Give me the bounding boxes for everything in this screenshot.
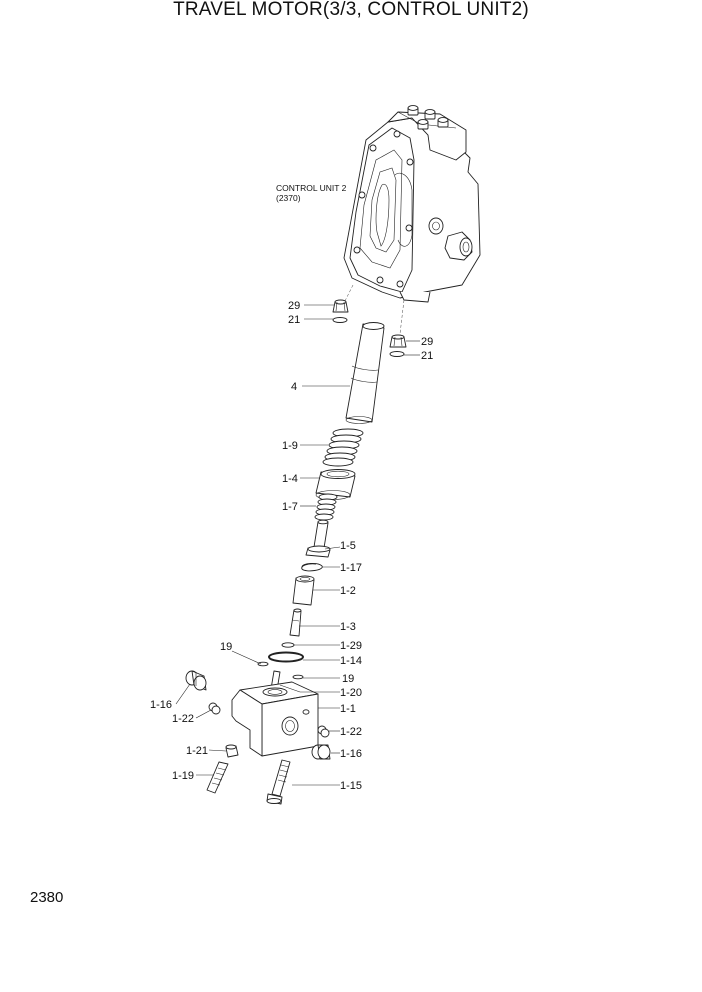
plug-1-22-left: [208, 702, 221, 715]
valve-body-1-1: [231, 681, 319, 757]
callout-1-4: 1-4: [282, 473, 298, 485]
plug-29-right: [389, 334, 407, 348]
plug-1-16-left: [185, 670, 207, 691]
callout-1-21: 1-21: [186, 745, 208, 757]
callout-1-3: 1-3: [340, 621, 356, 633]
callout-4: 4: [291, 381, 297, 393]
callout-1-15: 1-15: [340, 780, 362, 792]
callout-1-29: 1-29: [340, 640, 362, 652]
callout-29-right: 29: [421, 336, 433, 348]
callout-29-left: 29: [288, 300, 300, 312]
assembly-name: CONTROL UNIT 2: [276, 183, 347, 193]
screw-1-19: [206, 761, 229, 794]
o-ring-19-right: [292, 674, 304, 680]
o-ring-1-29: [281, 642, 295, 648]
assembly-ref: (2370): [276, 193, 301, 203]
spring-1-7: [314, 493, 338, 521]
callout-1-16-right: 1-16: [340, 748, 362, 760]
callout-1-16-left: 1-16: [150, 699, 172, 711]
o-ring-21-right: [389, 351, 405, 357]
callout-1-22-right: 1-22: [340, 726, 362, 738]
callout-1-20: 1-20: [340, 687, 362, 699]
callout-19-right: 19: [342, 673, 354, 685]
callout-1-5: 1-5: [340, 540, 356, 552]
callout-1-7: 1-7: [282, 501, 298, 513]
callout-1-19: 1-19: [172, 770, 194, 782]
callout-1-14: 1-14: [340, 655, 362, 667]
callout-21-right: 21: [421, 350, 433, 362]
piston-1-5: [305, 519, 331, 558]
o-ring-1-14: [268, 651, 304, 663]
leader-lines: [175, 304, 420, 786]
callout-19-left: 19: [220, 641, 232, 653]
page-number: 2380: [30, 889, 64, 906]
callout-21-left: 21: [288, 314, 300, 326]
pin-1-3: [289, 608, 302, 637]
plug-29-left: [332, 299, 349, 313]
o-ring-19-left: [257, 661, 269, 667]
callout-1-9: 1-9: [282, 440, 298, 452]
plug-1-22-right: [317, 725, 330, 738]
control-unit-housing: [343, 105, 481, 303]
snap-ring-1-17: [301, 563, 323, 572]
page-title: TRAVEL MOTOR(3/3, CONTROL UNIT2): [173, 0, 529, 20]
plug-1-16-right: [311, 744, 331, 760]
o-ring-21-left: [332, 317, 348, 323]
bolt-1-15: [266, 759, 291, 805]
sleeve-4: [345, 322, 385, 424]
sleeve-1-2: [292, 575, 315, 606]
collar-1-4: [315, 469, 356, 500]
plug-1-21: [225, 744, 239, 758]
callout-1-22-left: 1-22: [172, 713, 194, 725]
callout-1-2: 1-2: [340, 585, 356, 597]
callout-1-1: 1-1: [340, 703, 356, 715]
spring-1-9: [322, 428, 364, 467]
callout-1-17: 1-17: [340, 562, 362, 574]
